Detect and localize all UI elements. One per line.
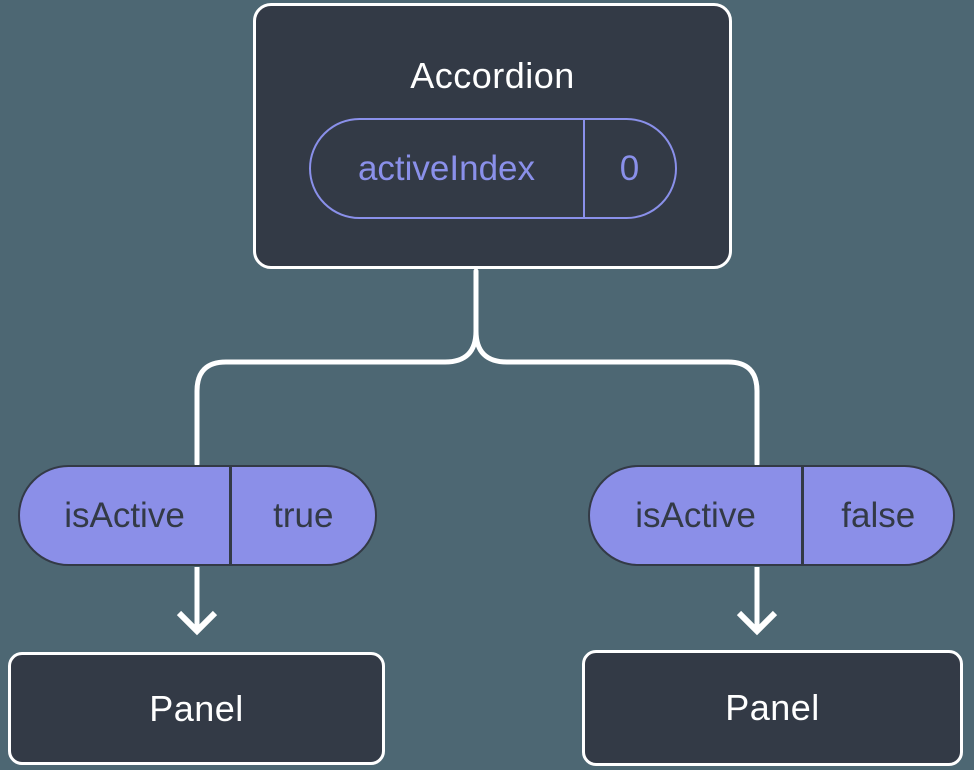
- tree-connector: [194, 268, 760, 467]
- state-pill-activeindex: activeIndex 0: [308, 118, 677, 219]
- panel-node: Panel: [8, 652, 385, 765]
- accordion-node: Accordion activeIndex 0: [253, 3, 732, 269]
- pill-divider: [582, 120, 585, 217]
- prop-name: isActive: [64, 495, 185, 535]
- arrow-down-icon: [176, 567, 218, 636]
- prop-value: false: [841, 495, 916, 535]
- prop-name: isActive: [635, 495, 756, 535]
- prop-pill-isactive-true: isActive true: [18, 465, 377, 566]
- prop-value: true: [273, 495, 334, 535]
- panel-node: Panel: [582, 650, 963, 766]
- pill-divider: [229, 467, 232, 564]
- pill-divider: [801, 467, 804, 564]
- prop-pill-isactive-false: isActive false: [588, 465, 955, 566]
- accordion-node-label: Accordion: [410, 55, 575, 96]
- arrow-down-icon: [736, 567, 778, 636]
- state-name: activeIndex: [357, 148, 536, 188]
- panel-node-label: Panel: [725, 687, 820, 728]
- state-value: 0: [619, 148, 640, 188]
- panel-node-label: Panel: [149, 687, 244, 729]
